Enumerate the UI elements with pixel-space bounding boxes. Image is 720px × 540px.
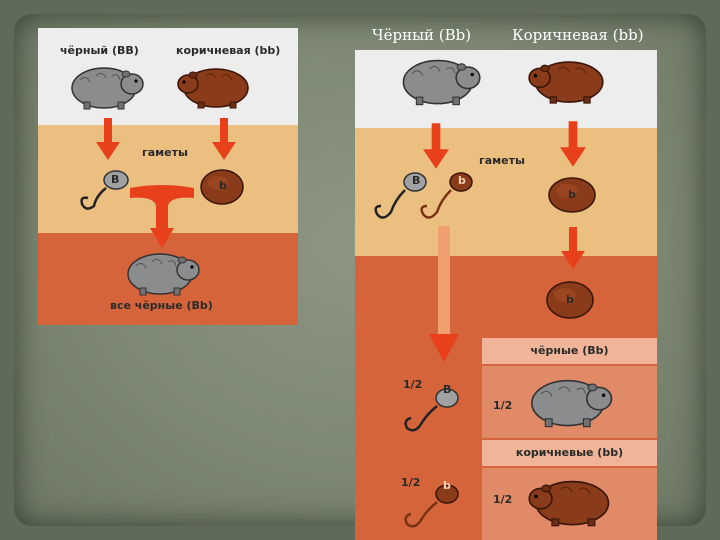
brown-guinea-pig-icon [527,476,613,528]
gametes-label: гаметы [479,154,525,167]
left-diagram: чёрный (BB) коричневая (bb) гаметы все ч… [38,28,298,325]
gamete-B-label: B [111,173,119,186]
offspring-sperm-B-label: B [443,383,451,396]
egg-b-label: b [566,293,574,306]
black-guinea-pig-icon [397,54,483,108]
arrow-down-icon [212,118,236,160]
black-parent-label: чёрный (BB) [60,44,139,57]
result-cell-black-header: чёрные (Bb) [482,338,657,364]
result-cell-brown-header: коричневые (bb) [482,440,657,466]
brown-guinea-pig-icon [176,64,252,110]
sperm-b-label: b [458,174,466,187]
black-guinea-pig-icon [66,62,146,112]
gamete-b-label: b [219,179,227,192]
header-brown: Коричневая (bb) [512,26,644,44]
brown-parent-label: коричневая (bb) [176,44,280,57]
fraction-label: 1/2 [493,493,512,506]
offspring-sperm-b-label: b [443,479,451,492]
right-diagram: гаметы B b b b чёрные (Bb) коричневые (b… [355,50,657,540]
sperm-icon [76,166,132,214]
arrow-down-icon [560,120,586,168]
brown-guinea-pig-icon [527,56,607,106]
arrow-down-icon [561,224,585,272]
sperm-icon [401,480,461,532]
black-guinea-pig-icon [525,374,615,430]
merge-arrow-icon [130,184,194,252]
offspring-label: все чёрные (Bb) [110,299,213,312]
arrow-down-icon [423,122,449,170]
egg-b-label: b [568,188,576,201]
black-guinea-pig-icon [122,248,202,298]
fraction-label: 1/2 [493,399,512,412]
arrow-down-icon [429,226,459,362]
row2-label: коричневые (bb) [482,446,657,459]
sperm-icon [401,384,461,436]
gametes-label: гаметы [142,146,188,159]
row1-label: чёрные (Bb) [482,344,657,357]
arrow-down-icon [96,118,120,160]
header-black: Чёрный (Bb) [372,26,471,44]
